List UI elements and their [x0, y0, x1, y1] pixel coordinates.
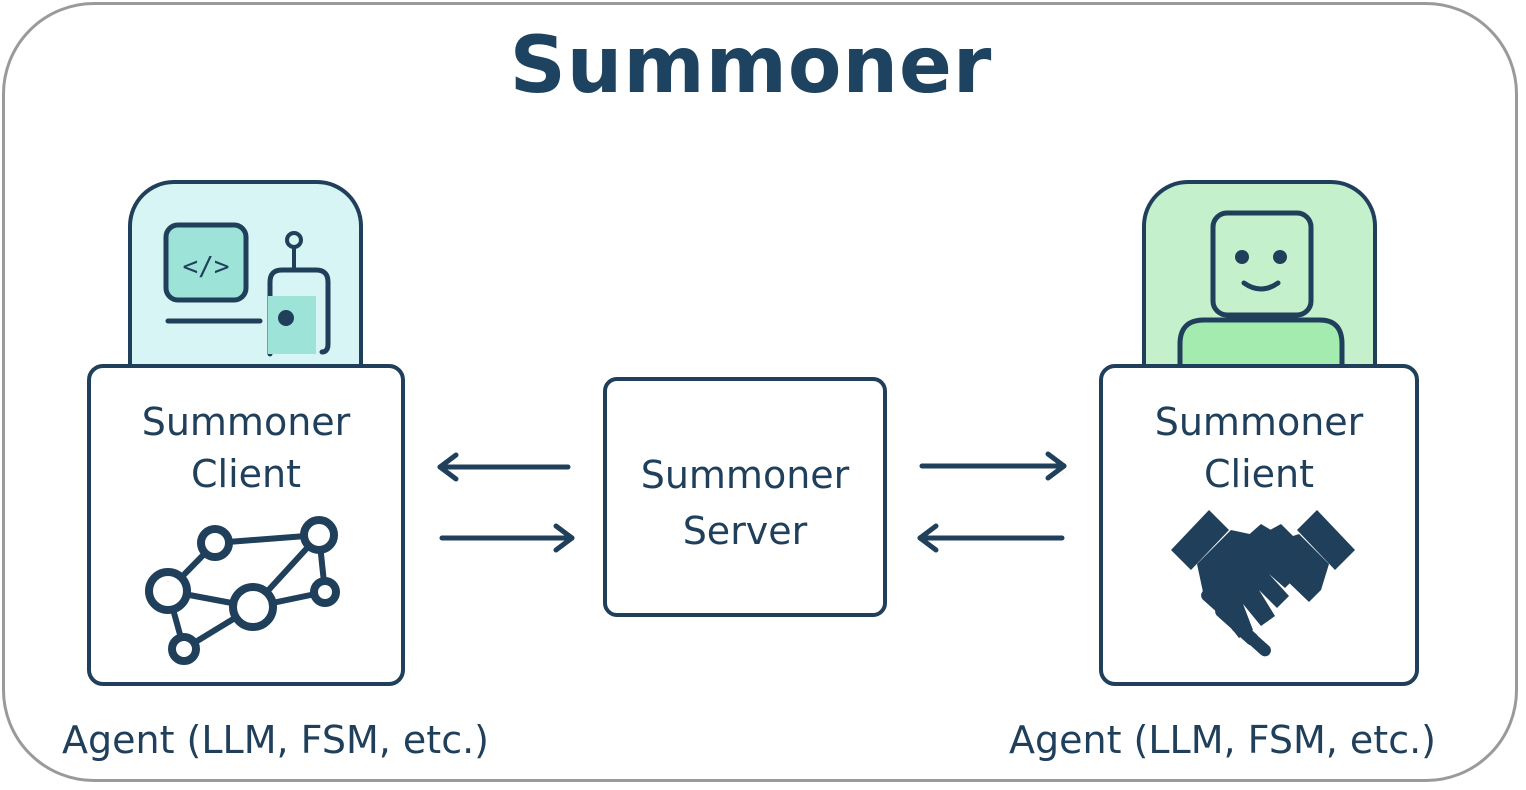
left-client-card: Summoner Client	[87, 364, 405, 686]
right-client-label-line2: Client	[1203, 452, 1314, 496]
left-client-label-line2: Client	[190, 452, 301, 496]
left-agent-caption: Agent (LLM, FSM, etc.)	[62, 718, 489, 762]
right-agent-caption: Agent (LLM, FSM, etc.)	[1009, 718, 1436, 762]
server-label-line1: Summoner	[640, 453, 850, 497]
smiling-robot-icon	[1177, 210, 1345, 366]
right-client-icon-tab	[1142, 180, 1377, 366]
left-client-label-line1: Summoner	[141, 400, 351, 444]
right-client-card: Summoner Client	[1099, 364, 1419, 686]
server-label-line2: Server	[682, 509, 808, 553]
left-client-icon-tab: </>	[128, 180, 363, 366]
network-graph-icon	[145, 516, 340, 665]
right-client-label-line1: Summoner	[1154, 400, 1364, 444]
server-card: Summoner Server	[603, 377, 887, 617]
diagram-title: Summoner	[509, 21, 993, 111]
code-robot-icon: </>	[163, 222, 331, 357]
handshake-icon	[1171, 510, 1355, 657]
svg-text:</>: </>	[183, 252, 230, 282]
